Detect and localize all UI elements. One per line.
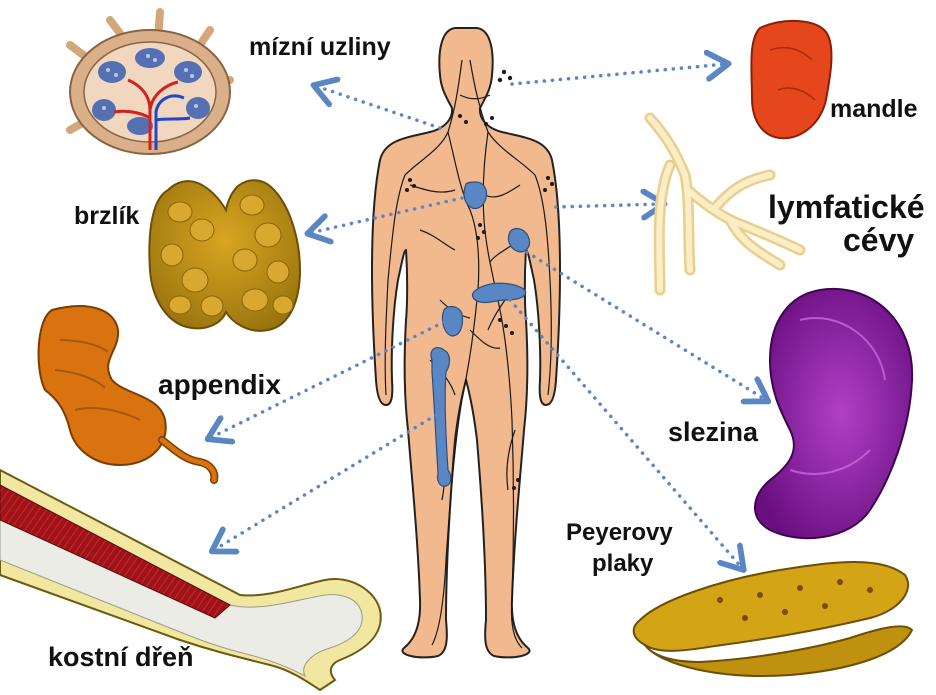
label-lymph-vessels-line2: cévy <box>843 224 914 258</box>
label-peyer-line2: plaky <box>592 551 653 576</box>
spleen-illustration <box>755 289 912 538</box>
label-bone-marrow: kostní dřeň <box>48 643 194 671</box>
tonsil-illustration <box>751 21 831 138</box>
thymus-illustration <box>149 180 300 331</box>
label-lymph-vessels-line1: lymfatické <box>768 191 925 225</box>
label-thymus: brzlík <box>74 203 139 229</box>
arrow-to-bone-marrow <box>214 415 436 550</box>
label-appendix: appendix <box>158 370 281 399</box>
label-spleen: slezina <box>668 418 758 446</box>
label-tonsils: mandle <box>830 96 918 122</box>
label-peyer-line1: Peyerovy <box>566 520 673 545</box>
body-thymus <box>464 182 487 209</box>
arrow-to-vessels <box>556 204 662 207</box>
arrow-to-tonsils <box>512 64 726 84</box>
arrow-to-lymph-nodes <box>316 86 440 128</box>
label-lymph-nodes: mízní uzliny <box>249 34 391 60</box>
lymph-node-illustration <box>70 12 230 154</box>
peyer-patches-illustration <box>634 562 912 676</box>
